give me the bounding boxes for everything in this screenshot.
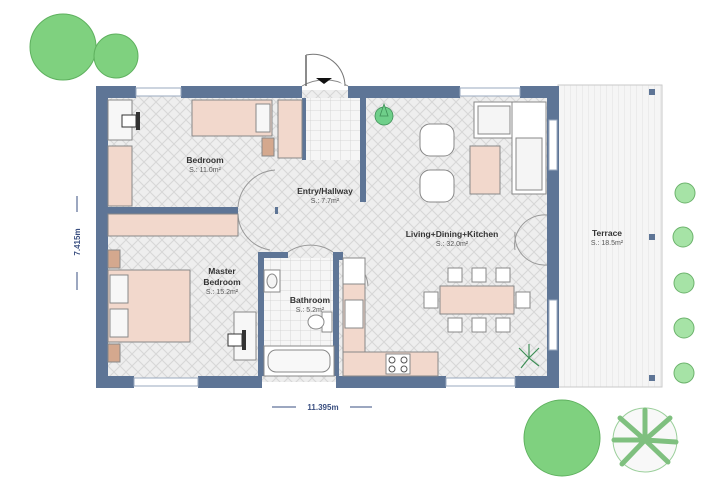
terrace-post-bottom: [649, 375, 655, 381]
dining-table: [439, 285, 515, 315]
living-furniture: [419, 101, 547, 333]
terrace-post-mid: [649, 234, 655, 240]
bookshelf: [277, 99, 303, 159]
interior-walls: [108, 98, 366, 376]
room-area-bathroom: S.: 5.2m²: [296, 307, 325, 314]
wardrobe-master: [107, 213, 239, 237]
room-area-bedroom: S.: 11.0m²: [189, 167, 221, 174]
room-name-bathroom: Bathroom: [290, 295, 331, 305]
kitchen-sink: [344, 299, 364, 329]
room-area-master: S.: 15.2m²: [206, 289, 239, 296]
bathroom-fixtures: [263, 269, 335, 377]
room-name-master-2: Bedroom: [203, 277, 241, 287]
room-name-terrace: Terrace: [592, 228, 622, 238]
nightstand: [261, 137, 275, 157]
coffee-table: [469, 145, 501, 195]
room-name-living: Living+Dining+Kitchen: [406, 229, 499, 239]
plant-icon: [518, 344, 540, 369]
terrace-deck: [557, 84, 663, 388]
room-name-entry: Entry/Hallway: [297, 186, 353, 196]
room-area-terrace: S.: 18.5m²: [591, 240, 624, 247]
stove: [385, 353, 411, 375]
room-area-living: S.: 32.0m²: [436, 241, 469, 248]
dimension-width: 11.395m: [307, 403, 338, 412]
chair-icon: [121, 112, 140, 130]
room-name-bedroom: Bedroom: [186, 155, 224, 165]
shrub-icons: [672, 182, 696, 384]
master-furniture: [107, 213, 257, 363]
terrace-post-top: [649, 89, 655, 95]
windows: [133, 87, 558, 387]
bedroom-furniture: [107, 99, 303, 207]
dimension-height: 7.415m: [73, 228, 82, 255]
room-name-master: Master: [208, 266, 236, 276]
entry-tiles: [304, 98, 360, 160]
tree-icon: [29, 13, 679, 477]
kitchen-counter: [342, 257, 439, 377]
plant-icon: [374, 102, 394, 126]
armchair-1: [419, 123, 455, 157]
room-area-entry: S.: 7.7m²: [311, 198, 340, 205]
wardrobe: [107, 145, 133, 207]
fridge: [342, 257, 366, 285]
armchair-2: [419, 169, 455, 203]
dimension-lines: [76, 196, 372, 408]
chair-icon: [227, 330, 246, 350]
front-door: [301, 53, 349, 87]
